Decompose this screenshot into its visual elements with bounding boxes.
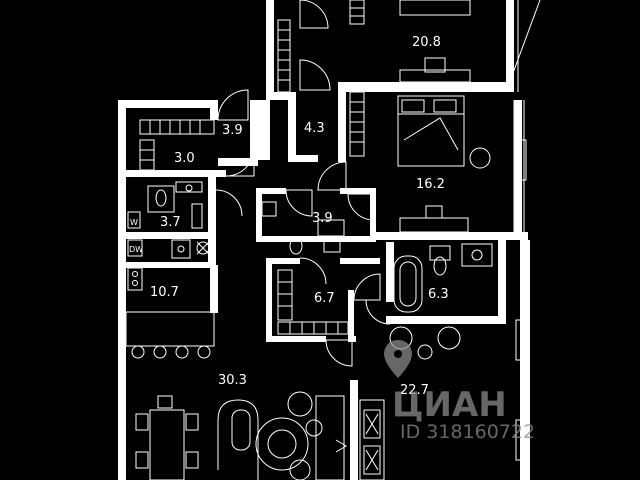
area-label-dressing: 6.7 [314, 291, 335, 306]
area-label-bedroom-bottom: 22.7 [400, 383, 429, 398]
area-label-bedroom-middle: 16.2 [416, 177, 445, 192]
wardrobe-dressing [277, 269, 349, 335]
location-pin-icon [384, 340, 412, 378]
wardrobe-top-left [277, 19, 291, 93]
wardrobe-middle [349, 91, 365, 157]
area-label-bathroom-right: 6.3 [428, 287, 449, 302]
furniture [125, 0, 493, 480]
area-label-bathroom-small: 3.7 [160, 215, 181, 230]
doors [215, 0, 391, 367]
wardrobe-3-0 [139, 119, 215, 171]
appliance-labels: W DW [129, 218, 143, 254]
watermark: ЦИАН ID 318160722 [384, 340, 535, 443]
watermark-brand: ЦИАН [392, 385, 507, 425]
windows [505, 0, 541, 480]
area-label-closet-left: 3.9 [222, 123, 243, 138]
dishwasher-label: DW [129, 245, 143, 254]
wardrobe-top [349, 0, 365, 25]
area-label-wardrobe: 3.0 [174, 151, 195, 166]
room-labels: 20.8 3.9 4.3 3.0 16.2 3.7 3.9 10.7 6.7 6… [150, 35, 449, 398]
area-label-kitchen: 10.7 [150, 285, 179, 300]
area-label-bathroom-middle: 3.9 [312, 211, 333, 226]
area-label-bedroom-top: 20.8 [412, 35, 441, 50]
washer-label: W [130, 218, 138, 227]
area-label-living: 30.3 [218, 373, 247, 388]
area-label-hallway-small: 4.3 [304, 121, 325, 136]
watermark-id: ID 318160722 [400, 421, 535, 443]
